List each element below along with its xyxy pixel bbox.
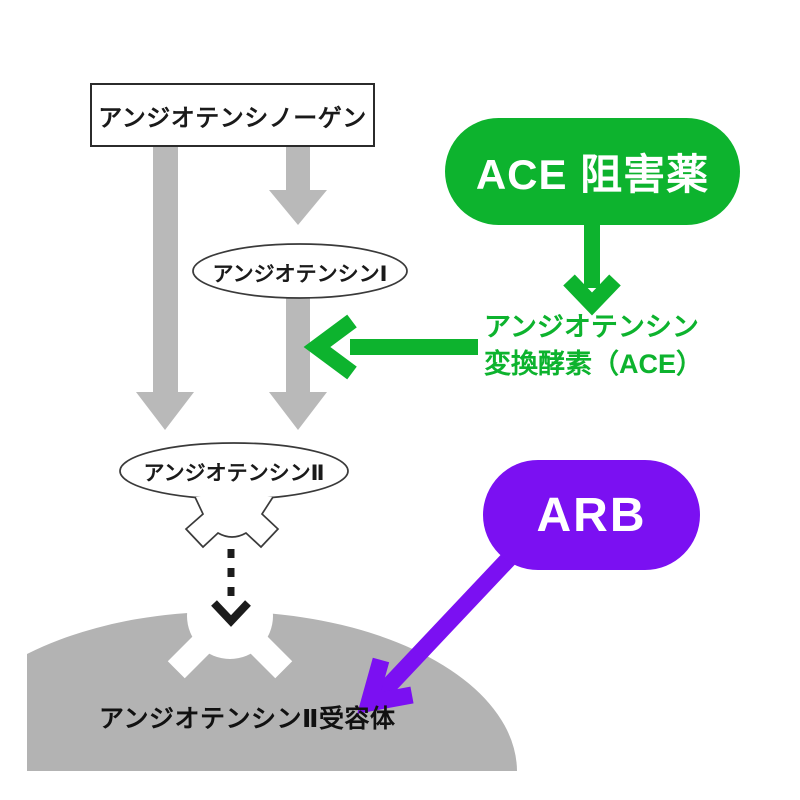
ace-enzyme-label: アンジオテンシン 変換酵素（ACE） xyxy=(484,309,703,383)
ace-enzyme-arrow xyxy=(303,314,478,380)
ace-inhibitor-blob: ACE 阻害薬 xyxy=(445,118,740,225)
arrow-angiotensinogen-to-angiotensin2 xyxy=(136,146,194,430)
arb-label: ARB xyxy=(536,488,647,542)
arrow-angiotensin1-to-angiotensin2 xyxy=(269,296,327,430)
ace-enzyme-label-line2: 変換酵素（ACE） xyxy=(484,349,704,379)
receptor-slot-right xyxy=(239,625,293,679)
ace-enzyme-label-line1: アンジオテンシン xyxy=(484,312,699,342)
angiotensin2-ligand-foot xyxy=(184,496,280,549)
dashed-arrowhead-icon xyxy=(211,600,251,627)
arb-arrow xyxy=(357,545,523,714)
ace-inhibitor-label: ACE 阻害薬 xyxy=(475,151,710,198)
angiotensin1-label: アンジオテンシンⅠ xyxy=(212,263,388,286)
arrow-angiotensinogen-to-angiotensin1 xyxy=(269,146,327,225)
angiotensinogen-box: アンジオテンシノーゲン xyxy=(90,83,375,147)
angiotensinogen-label: アンジオテンシノーゲン xyxy=(98,104,367,132)
angiotensin2-label: アンジオテンシンⅡ xyxy=(143,462,325,485)
cell-membrane-dome xyxy=(27,611,517,771)
arb-blob: ARB xyxy=(483,460,700,570)
angiotensin1-oval xyxy=(192,243,408,299)
receptor-slot-left xyxy=(167,625,221,679)
ace-inhibitor-arrow xyxy=(563,220,621,316)
binding-dashed-arrow xyxy=(211,549,251,627)
receptor-label: アンジオテンシンⅡ受容体 xyxy=(99,705,396,733)
